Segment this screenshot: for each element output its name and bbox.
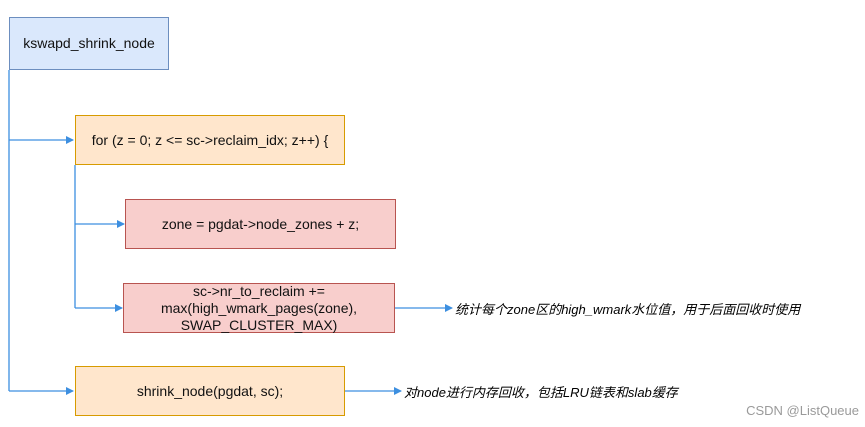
reclaim-note: 统计每个zone区的high_wmark水位值，用于后面回收时使用	[455, 302, 801, 317]
shrink-note: 对node进行内存回收，包括LRU链表和slab缓存	[404, 385, 678, 400]
reclaim-node-line-2: max(high_wmark_pages(zone),	[160, 299, 358, 316]
root-node-label: kswapd_shrink_node	[23, 35, 155, 51]
shrink-node-box: shrink_node(pgdat, sc);	[75, 366, 345, 416]
reclaim-node-line-3: SWAP_CLUSTER_MAX)	[180, 316, 338, 333]
zone-node-label: zone = pgdat->node_zones + z;	[161, 215, 360, 232]
zone-node-box: zone = pgdat->node_zones + z;	[125, 199, 396, 249]
shrink-node-label: shrink_node(pgdat, sc);	[136, 382, 284, 399]
root-node-box: kswapd_shrink_node	[9, 17, 169, 70]
reclaim-node-line-1: sc->nr_to_reclaim +=	[193, 282, 325, 299]
loop-node-box: for (z = 0; z <= sc->reclaim_idx; z++) {	[75, 115, 345, 165]
watermark: CSDN @ListQueue	[746, 403, 859, 418]
reclaim-node-box: sc->nr_to_reclaim += max(high_wmark_page…	[123, 283, 395, 333]
loop-node-label: for (z = 0; z <= sc->reclaim_idx; z++) {	[91, 131, 329, 148]
